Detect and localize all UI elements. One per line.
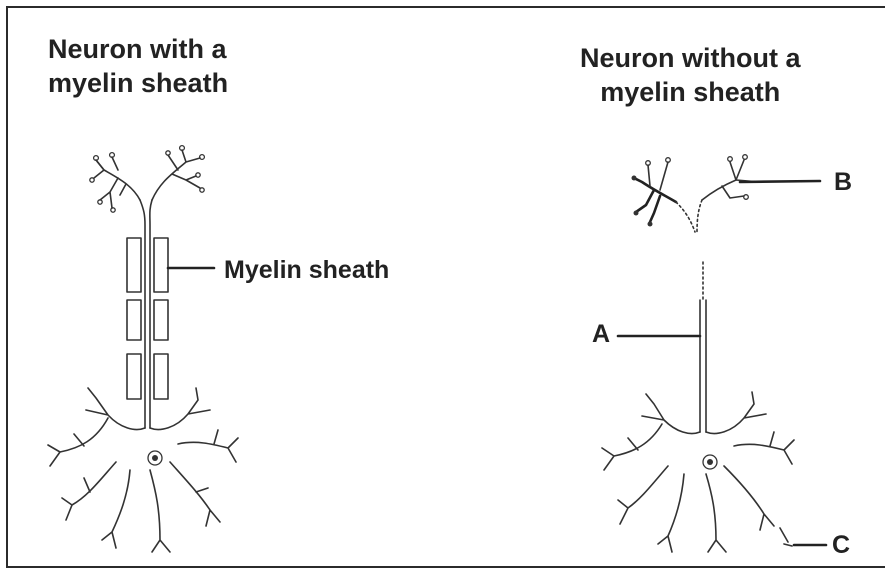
- right-top-dendrites: [632, 155, 821, 232]
- label-b: B: [834, 168, 852, 197]
- label-c: C: [832, 531, 850, 560]
- left-cell-body: [48, 388, 238, 552]
- label-a: A: [592, 320, 610, 349]
- right-neuron: [602, 155, 826, 552]
- myelin-segments: [127, 238, 168, 399]
- left-neuron: [48, 146, 238, 552]
- myelin-sheath-label: Myelin sheath: [224, 256, 389, 285]
- left-top-dendrites: [90, 146, 205, 213]
- right-cell-body: [602, 392, 794, 552]
